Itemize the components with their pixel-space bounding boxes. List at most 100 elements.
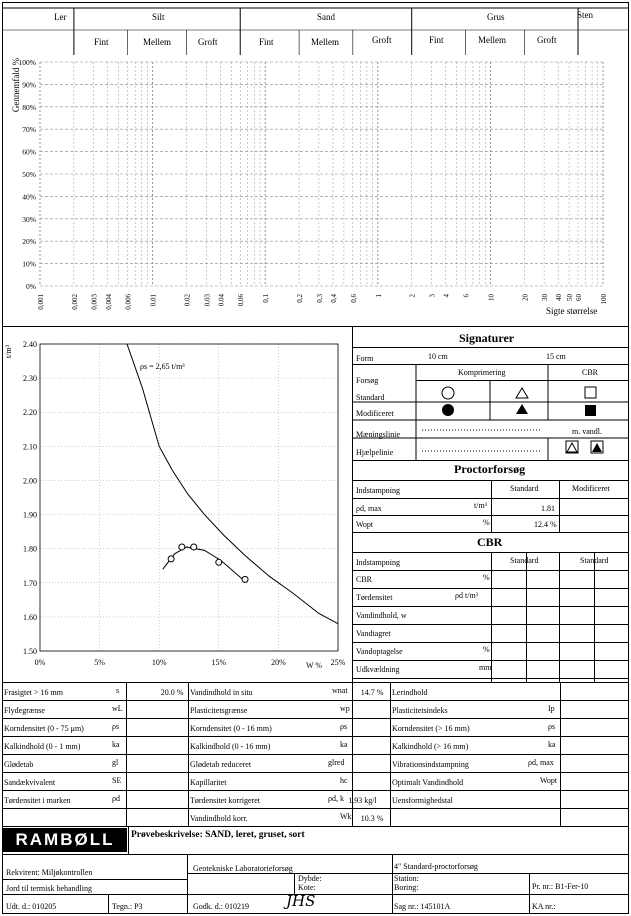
y-tick-label: 0% [26,282,36,291]
proctor-wopt-unit: % [483,518,490,527]
cbr-row-unit: ρd t/m³ [455,591,479,600]
x-tick-label: 0,6 [350,294,358,303]
footer-boring: Boring: [394,883,419,892]
footer-station: Station: [394,874,419,883]
data-point [241,575,249,583]
footer-sagnr: Sag nr.: 145101A [394,902,451,911]
divider [352,347,629,348]
x-tick-label: 0,01 [150,294,158,307]
y-tick-label: 80% [22,103,36,112]
proctor-wopt-label: Wopt [356,520,374,529]
signature: JHS [286,892,316,910]
grain-sub-silt-mellem: Mellem [143,37,171,47]
cbr-row-label: CBR [356,575,373,584]
property-label: Korndensitet (> 16 mm) [392,724,470,733]
divider [2,879,187,880]
cbr-row-unit: mm [479,663,492,672]
grain-sub-sand-mellem: Mellem [311,37,339,47]
property-label: Tørdensitet korrigeret [190,796,260,805]
proctor-title: Proctorforsøg [454,462,526,476]
data-point [167,555,175,563]
x-tick-label: 3 [429,294,437,298]
cbr-title: CBR [477,535,503,549]
property-label: Plasticitetsgrænse [190,706,248,715]
divider [352,588,629,589]
divider [187,854,188,914]
divider [352,678,629,679]
cbr-row-label: Vandoptagelse [356,647,403,656]
property-label: Korndensitet (0 - 75 μm) [4,724,84,733]
y-tick-label: 1.80 [23,545,37,554]
property-symbol: ρd, max [528,758,554,767]
divider [2,326,629,327]
y-tick-label: 60% [22,148,36,157]
x-tick-label: 100 [600,294,608,305]
cbr-sig-label: CBR [582,368,599,377]
property-symbol: ρd [112,794,120,803]
property-symbol: gl [112,758,119,767]
property-symbol: Ip [548,704,555,713]
divider [559,552,560,682]
form-15cm: 15 cm [546,352,566,361]
y-tick-label: 90% [22,80,36,89]
divider [352,552,629,553]
property-symbol: wp [340,704,350,713]
signature-symbols [352,364,629,460]
property-label: Vandindhold korr. [190,814,248,823]
y-tick-label: 100% [19,58,37,67]
standard-label: Standard [356,393,385,402]
footer-kanr: KA nr.: [532,902,556,911]
divider [352,642,629,643]
x-tick-label: 30 [541,294,549,302]
triangle-in-box-open-icon [565,440,579,454]
sample-description: Prøvebeskrivelse: SAND, leret, gruset, s… [131,830,305,840]
x-tick-label: 20 [521,294,529,302]
divider [352,682,353,826]
x-tick-label: 0,001 [37,294,45,310]
footer-proctor4: 4" Standard-proctorforsøg [394,862,478,871]
x-tick-label: 0,006 [125,294,133,310]
divider [560,682,561,826]
data-point [215,558,223,566]
divider [2,894,629,895]
divider [352,326,353,682]
cbr-row-label: Vandindhold, w [356,611,407,620]
komprimering-label: Komprimering [458,368,506,377]
proctor-ylabel: t/m³ [4,344,14,359]
property-label: Vibrationsindstampning [392,760,469,769]
grain-sub-grus-mellem: Mellem [478,35,506,45]
grain-sub-silt-groft: Groft [198,37,218,47]
x-tick-label: 15% [211,658,226,667]
x-tick-label: 0,04 [217,294,225,307]
cbr-row-unit: % [483,645,490,654]
x-tick-label: 0,3 [316,294,324,303]
circle-open-icon [441,386,455,400]
y-tick-label: 40% [22,192,36,201]
signaturer-title: Signaturer [459,331,515,345]
y-tick-label: 10% [22,260,36,269]
property-label: Korndensitet (0 - 16 mm) [190,724,272,733]
footer-geoteknisk: Geotekniske Laboratorieforsøg [193,864,293,873]
property-symbol: Wk [340,812,352,821]
grain-sub-silt-fint: Fint [94,37,109,47]
maeningslinie-label: Mæningslinie [356,430,401,439]
proctor-wopt-value: 12.4 % [534,520,557,529]
divider [2,682,629,683]
x-tick-label: 0,4 [330,294,338,303]
divider [416,380,629,381]
property-symbol: hc [340,776,348,785]
y-tick-label: 70% [22,125,36,134]
triangle-open-icon [515,387,529,399]
divider [188,682,189,826]
grain-sub-grus-fint: Fint [429,35,444,45]
property-label: Glødetab reduceret [190,760,252,769]
divider [559,480,560,532]
divider [491,480,492,532]
property-label: Glødetab [4,760,34,769]
x-tick-label: 0,1 [262,294,270,303]
property-value: 1.93 kg/l [348,796,377,805]
property-label: Flydegrænse [4,706,45,715]
property-symbol: Wopt [540,776,558,785]
divider [2,772,629,773]
